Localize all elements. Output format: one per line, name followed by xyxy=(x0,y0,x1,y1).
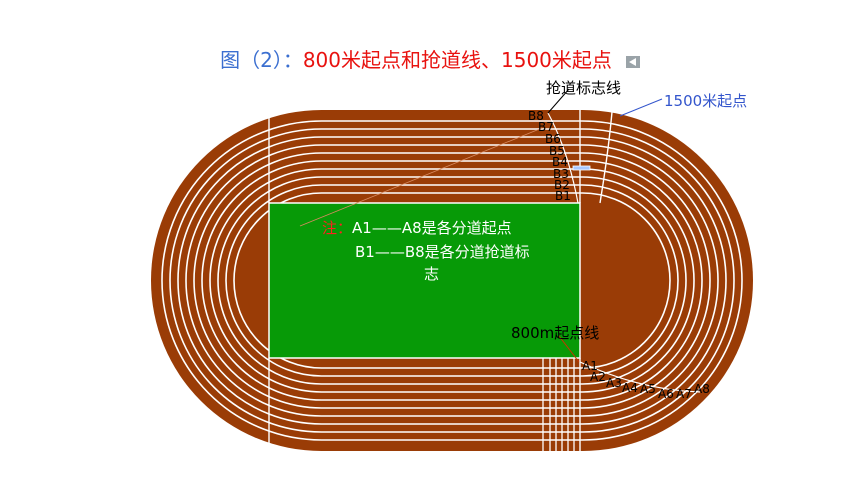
page-title: 图（2）：800米起点和抢道线、1500米起点 xyxy=(0,44,860,73)
start-800-label: 800m起点线 xyxy=(511,324,600,342)
qiangdao-marker-line xyxy=(547,112,579,204)
b-marker: B1 xyxy=(555,189,571,203)
a-marker: A4 xyxy=(622,381,638,395)
b-marker: B5 xyxy=(549,144,565,158)
lane-lines xyxy=(161,120,743,441)
start-line-1500 xyxy=(599,111,613,204)
a-marker: A3 xyxy=(606,376,622,390)
b-marker: B4 xyxy=(552,155,568,169)
play-icon[interactable] xyxy=(625,55,640,68)
qiangdao-line-label: 抢道标志线 xyxy=(546,79,622,97)
note-prefix: 注： xyxy=(322,219,353,237)
b-marker: B8 xyxy=(528,109,544,123)
note-a-text: A1——A8是各分道起点 xyxy=(352,219,512,237)
a-marker: A1 xyxy=(582,359,598,373)
b-marker: B7 xyxy=(538,120,554,134)
a-marker: A5 xyxy=(640,382,656,396)
a-marker: A8 xyxy=(694,382,710,396)
note-line-3: 志 xyxy=(424,265,440,283)
b-marker: B2 xyxy=(554,178,570,192)
start-1500-label: 1500米起点 xyxy=(664,92,748,110)
a-marker: A6 xyxy=(658,387,674,401)
a-marker: A7 xyxy=(676,387,692,401)
pointer-1500 xyxy=(619,98,663,117)
pointer-note xyxy=(299,127,543,227)
b-marker: B3 xyxy=(553,167,569,181)
pointer-800 xyxy=(558,335,580,363)
pointer-qiangdao xyxy=(547,88,570,114)
green-field xyxy=(268,202,581,359)
note-line-2: B1——B8是各分道抢道标 xyxy=(355,243,530,261)
title-text: 800米起点和抢道线、1500米起点 xyxy=(302,48,612,72)
a-marker: A2 xyxy=(590,370,606,384)
note-line-1: 注：A1——A8是各分道起点 xyxy=(322,219,512,238)
title-figure-label: 图（2）： xyxy=(220,48,303,72)
flag-icon xyxy=(572,165,591,171)
start-lines-800 xyxy=(542,358,575,451)
b-marker: B6 xyxy=(545,132,561,146)
a-start-curve xyxy=(579,361,701,393)
